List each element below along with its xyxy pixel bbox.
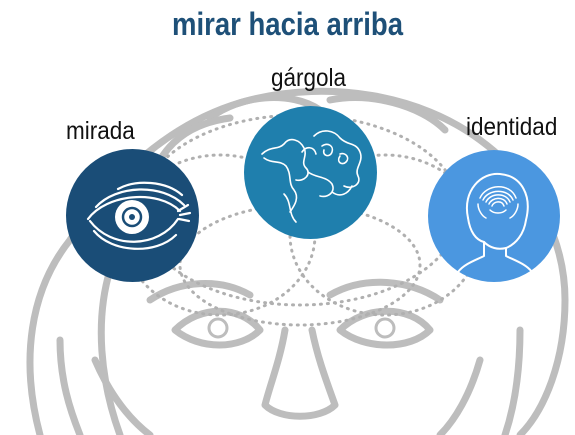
concept-circle-mirada [66,149,199,282]
concept-circle-gargola [244,106,377,239]
gargoyle-drawing-icon [261,130,362,223]
concept-label-identidad: identidad [466,113,558,141]
concept-circle-identidad [428,150,560,282]
concept-label-mirada: mirada [66,117,135,145]
eye-icon [86,181,192,250]
diagram-title: mirar hacia arriba [172,6,403,42]
fingerprint-head-icon [457,172,533,273]
concept-label-gargola: gárgola [271,64,347,92]
